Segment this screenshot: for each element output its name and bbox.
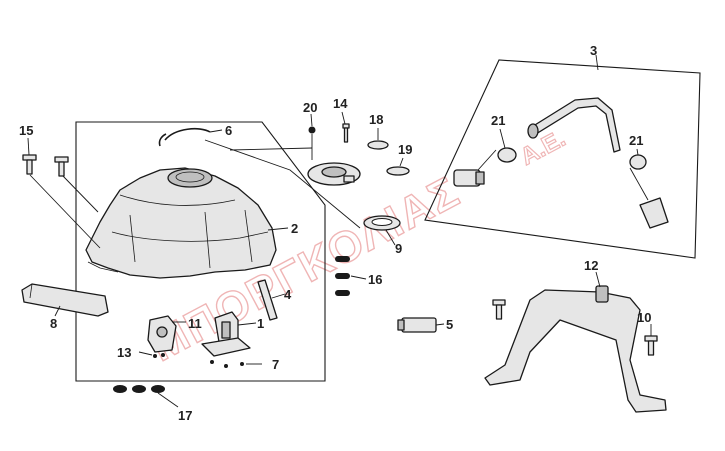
bolt-15b <box>54 156 69 177</box>
retaining-ring-9 <box>363 215 401 231</box>
bolt-14 <box>342 123 350 143</box>
tank-band-6 <box>158 127 211 147</box>
hose-connector-right <box>639 197 669 229</box>
washer-19 <box>386 166 410 176</box>
hose-4 <box>257 279 278 321</box>
clamp-21b <box>629 154 647 170</box>
callout-11: 11 <box>188 316 202 331</box>
fuel-sender-11 <box>147 315 177 353</box>
callout-4: 4 <box>284 287 292 302</box>
screws-13 <box>153 353 165 358</box>
callout-21b: 21 <box>629 133 643 148</box>
callout-16: 16 <box>368 272 382 287</box>
screws-7 <box>210 360 244 368</box>
fuel-pump-1 <box>201 311 251 357</box>
bolt-10b <box>644 335 658 356</box>
seal-ring-18 <box>367 140 389 150</box>
callout-19: 19 <box>398 142 412 157</box>
gaskets-17 <box>113 385 165 393</box>
bolt-10a <box>492 299 506 320</box>
hose-connector-left <box>453 169 485 187</box>
pump-flange-plate <box>307 162 361 186</box>
watermark-suffix: A.E. <box>516 125 570 171</box>
bolt-15a <box>22 154 37 175</box>
callout-20: 20 <box>303 100 317 115</box>
bracket-12 <box>484 285 667 413</box>
tank-pad-8 <box>21 283 109 317</box>
callout-12: 12 <box>584 258 598 273</box>
callout-3: 3 <box>590 43 597 58</box>
callout-10: 10 <box>637 310 651 325</box>
callout-13: 13 <box>117 345 131 360</box>
callout-9: 9 <box>395 241 402 256</box>
callout-8: 8 <box>50 316 57 331</box>
hose-assembly-frame <box>424 59 701 259</box>
hose-3 <box>527 97 621 153</box>
callout-17: 17 <box>178 408 192 423</box>
connector-5 <box>397 317 437 333</box>
callout-15: 15 <box>19 123 33 138</box>
callout-18: 18 <box>369 112 383 127</box>
callout-6: 6 <box>225 123 232 138</box>
seals-16 <box>335 256 350 296</box>
callout-7: 7 <box>272 357 279 372</box>
callout-1: 1 <box>257 316 264 331</box>
clamp-21a <box>497 147 517 163</box>
callout-21a: 21 <box>491 113 505 128</box>
callout-2: 2 <box>291 221 298 236</box>
fuel-tank <box>85 167 277 279</box>
callout-14: 14 <box>333 96 348 111</box>
callout-5: 5 <box>446 317 453 332</box>
nut-20 <box>308 126 316 134</box>
tank-assembly-frame <box>75 121 326 382</box>
